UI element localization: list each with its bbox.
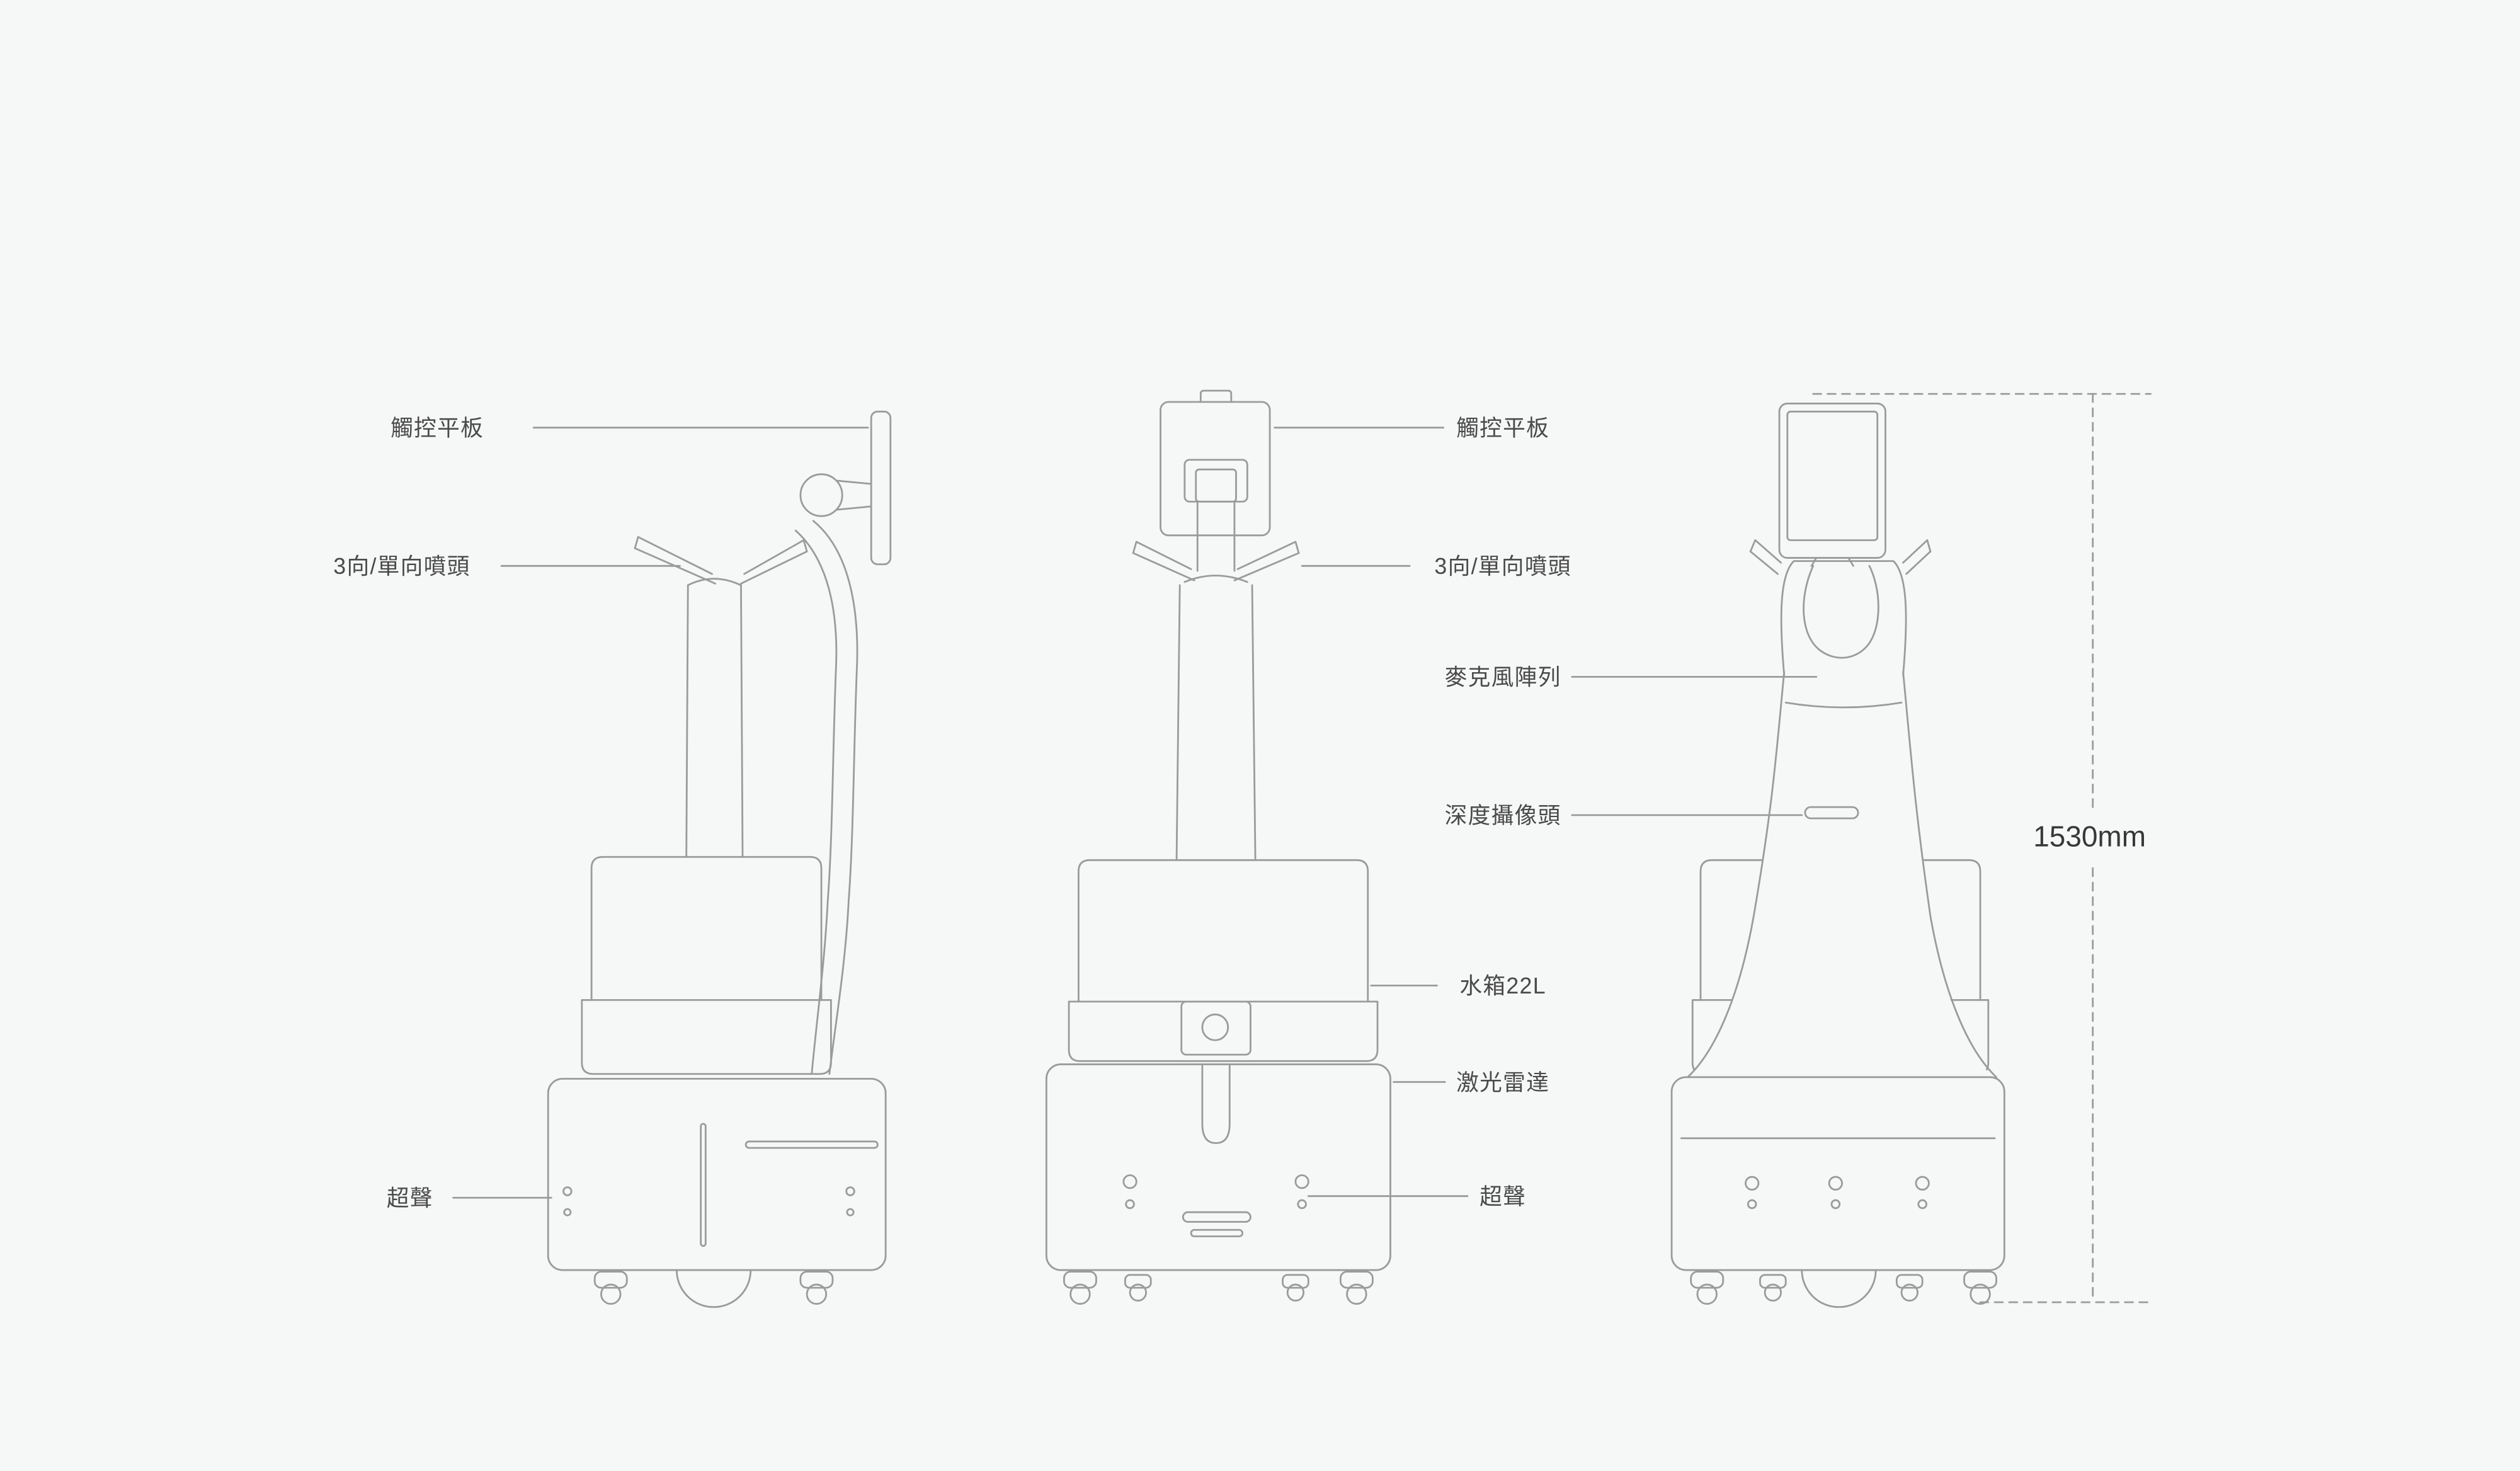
wheels <box>593 1269 834 1308</box>
mic-array-head <box>1780 560 1907 677</box>
label-touch-panel-left: 觸控平板 <box>391 415 484 441</box>
robot-view-front <box>1045 389 1391 1305</box>
wheels <box>1063 1271 1374 1305</box>
chassis-base <box>1045 1063 1391 1271</box>
support-pole <box>685 584 744 858</box>
touch-panel-front <box>1778 403 1886 567</box>
ultrasonic-holes <box>562 1186 855 1216</box>
dimension-text: 1530mm <box>2033 820 2146 853</box>
dimension-lines <box>1812 392 2152 1303</box>
body-tower <box>1687 667 1997 1079</box>
label-lidar: 激光雷達 <box>1456 1069 1550 1095</box>
water-tank <box>1068 859 1379 1062</box>
ultrasonic-holes <box>1745 1176 1930 1210</box>
spray-nozzle <box>1132 541 1300 583</box>
support-tube <box>794 520 858 1075</box>
camera-module <box>1180 1000 1251 1056</box>
robot-view-side-right <box>1670 403 2005 1308</box>
label-depth-camera: 深度攝像頭 <box>1444 802 1561 828</box>
spray-nozzle-tips <box>1749 539 1932 575</box>
label-ultrasonic-left: 超聲 <box>386 1184 433 1211</box>
wheels <box>1690 1269 1997 1308</box>
touch-panel-side <box>799 410 892 566</box>
chassis-base <box>1670 1076 2005 1271</box>
label-nozzle-left: 3向/單向噴頭 <box>333 552 470 579</box>
support-pole <box>1175 584 1257 861</box>
leader-lines <box>452 426 1818 1199</box>
touch-panel-front <box>1160 389 1271 572</box>
label-water-tank: 水箱22L <box>1459 972 1546 999</box>
label-microphone-array: 麥克風陣列 <box>1444 663 1561 690</box>
water-tank <box>581 856 832 1075</box>
spray-nozzle <box>634 535 808 587</box>
ultrasonic-holes <box>1122 1174 1309 1210</box>
depth-camera-slit <box>1804 806 1859 820</box>
chassis-base <box>547 1077 887 1271</box>
robot-view-side-left <box>547 410 892 1308</box>
label-touch-panel-middle: 觸控平板 <box>1456 415 1550 441</box>
label-nozzle-middle: 3向/單向噴頭 <box>1434 552 1571 579</box>
label-ultrasonic-middle: 超聲 <box>1480 1183 1527 1210</box>
